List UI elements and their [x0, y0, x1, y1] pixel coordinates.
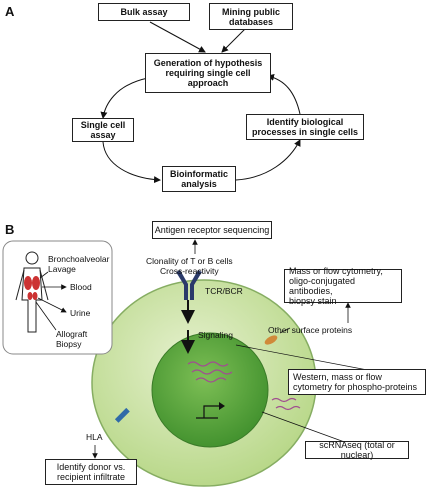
mass-flow-box: Mass or flow cytometry, oligo-conjugated…: [284, 266, 402, 306]
kidney-right-icon: [32, 292, 38, 300]
scrnaseq-box: scRNAseq (total or nuclear): [305, 440, 409, 460]
arrow-hypothesis-to-single-cell: [100, 77, 149, 119]
gene-promoter-icon: [196, 405, 222, 419]
arrow-identify-to-hypothesis: [267, 73, 301, 115]
hla-molecule-icon: [114, 407, 130, 423]
bioinformatic-analysis-box: Bioinformatic analysis: [162, 166, 236, 192]
panel-a-letter: A: [5, 4, 15, 19]
other-surface-label: Other surface proteins: [268, 325, 353, 335]
human-figure-icon: [15, 251, 49, 333]
line-surface-protein: [279, 327, 291, 334]
cell-nucleus: [151, 332, 269, 448]
single-cell-assay-box: Single cell assay: [72, 118, 134, 142]
bronchoalveolar-label: Bronchoalveolar Lavage: [48, 254, 110, 274]
kidney-left-icon: [27, 292, 33, 300]
hypothesis-box: Generation of hypothesis requiring singl…: [145, 53, 271, 93]
mining-databases-box: Mining public databases: [209, 3, 293, 30]
signaling-label: Signaling: [198, 330, 233, 340]
arrow-single-cell-to-bioinformatic: [102, 141, 161, 184]
western-box: Western, mass or flow cytometry for phos…: [288, 369, 426, 395]
antigen-receptor-box: Antigen receptor sequencing: [152, 221, 272, 239]
tcr-bcr-label: TCR/BCR: [205, 286, 243, 296]
identify-processes-box: Identify biological processes in single …: [246, 114, 364, 140]
rna-squiggles-cytoplasm: [271, 397, 301, 411]
arrow-bulk-to-hypothesis: [149, 21, 206, 53]
promoter-arrowhead: [219, 402, 225, 410]
lung-left-icon: [24, 276, 32, 290]
sample-source-box: [2, 240, 113, 355]
allograft-label: Allograft Biopsy: [56, 329, 88, 349]
urine-label: Urine: [70, 308, 91, 318]
tcr-bcr-receptor-icon: [176, 270, 202, 300]
blood-label: Blood: [70, 282, 92, 292]
hla-label: HLA: [86, 432, 103, 442]
clonality-label: Clonality of T or B cells Cross-reactivi…: [146, 256, 233, 276]
bulk-assay-box: Bulk assay: [98, 3, 190, 21]
rna-squiggles-nucleus: [187, 361, 233, 383]
identify-donor-box: Identify donor vs. recipient infiltrate: [45, 459, 137, 485]
panel-b-letter: B: [5, 222, 15, 237]
lung-right-icon: [32, 276, 40, 290]
arrow-bioinformatic-to-identify: [235, 139, 301, 181]
sample-pointer-lines: [35, 271, 67, 331]
arrow-signaling-to-western: [235, 344, 379, 374]
surface-protein-icon: [264, 335, 278, 345]
